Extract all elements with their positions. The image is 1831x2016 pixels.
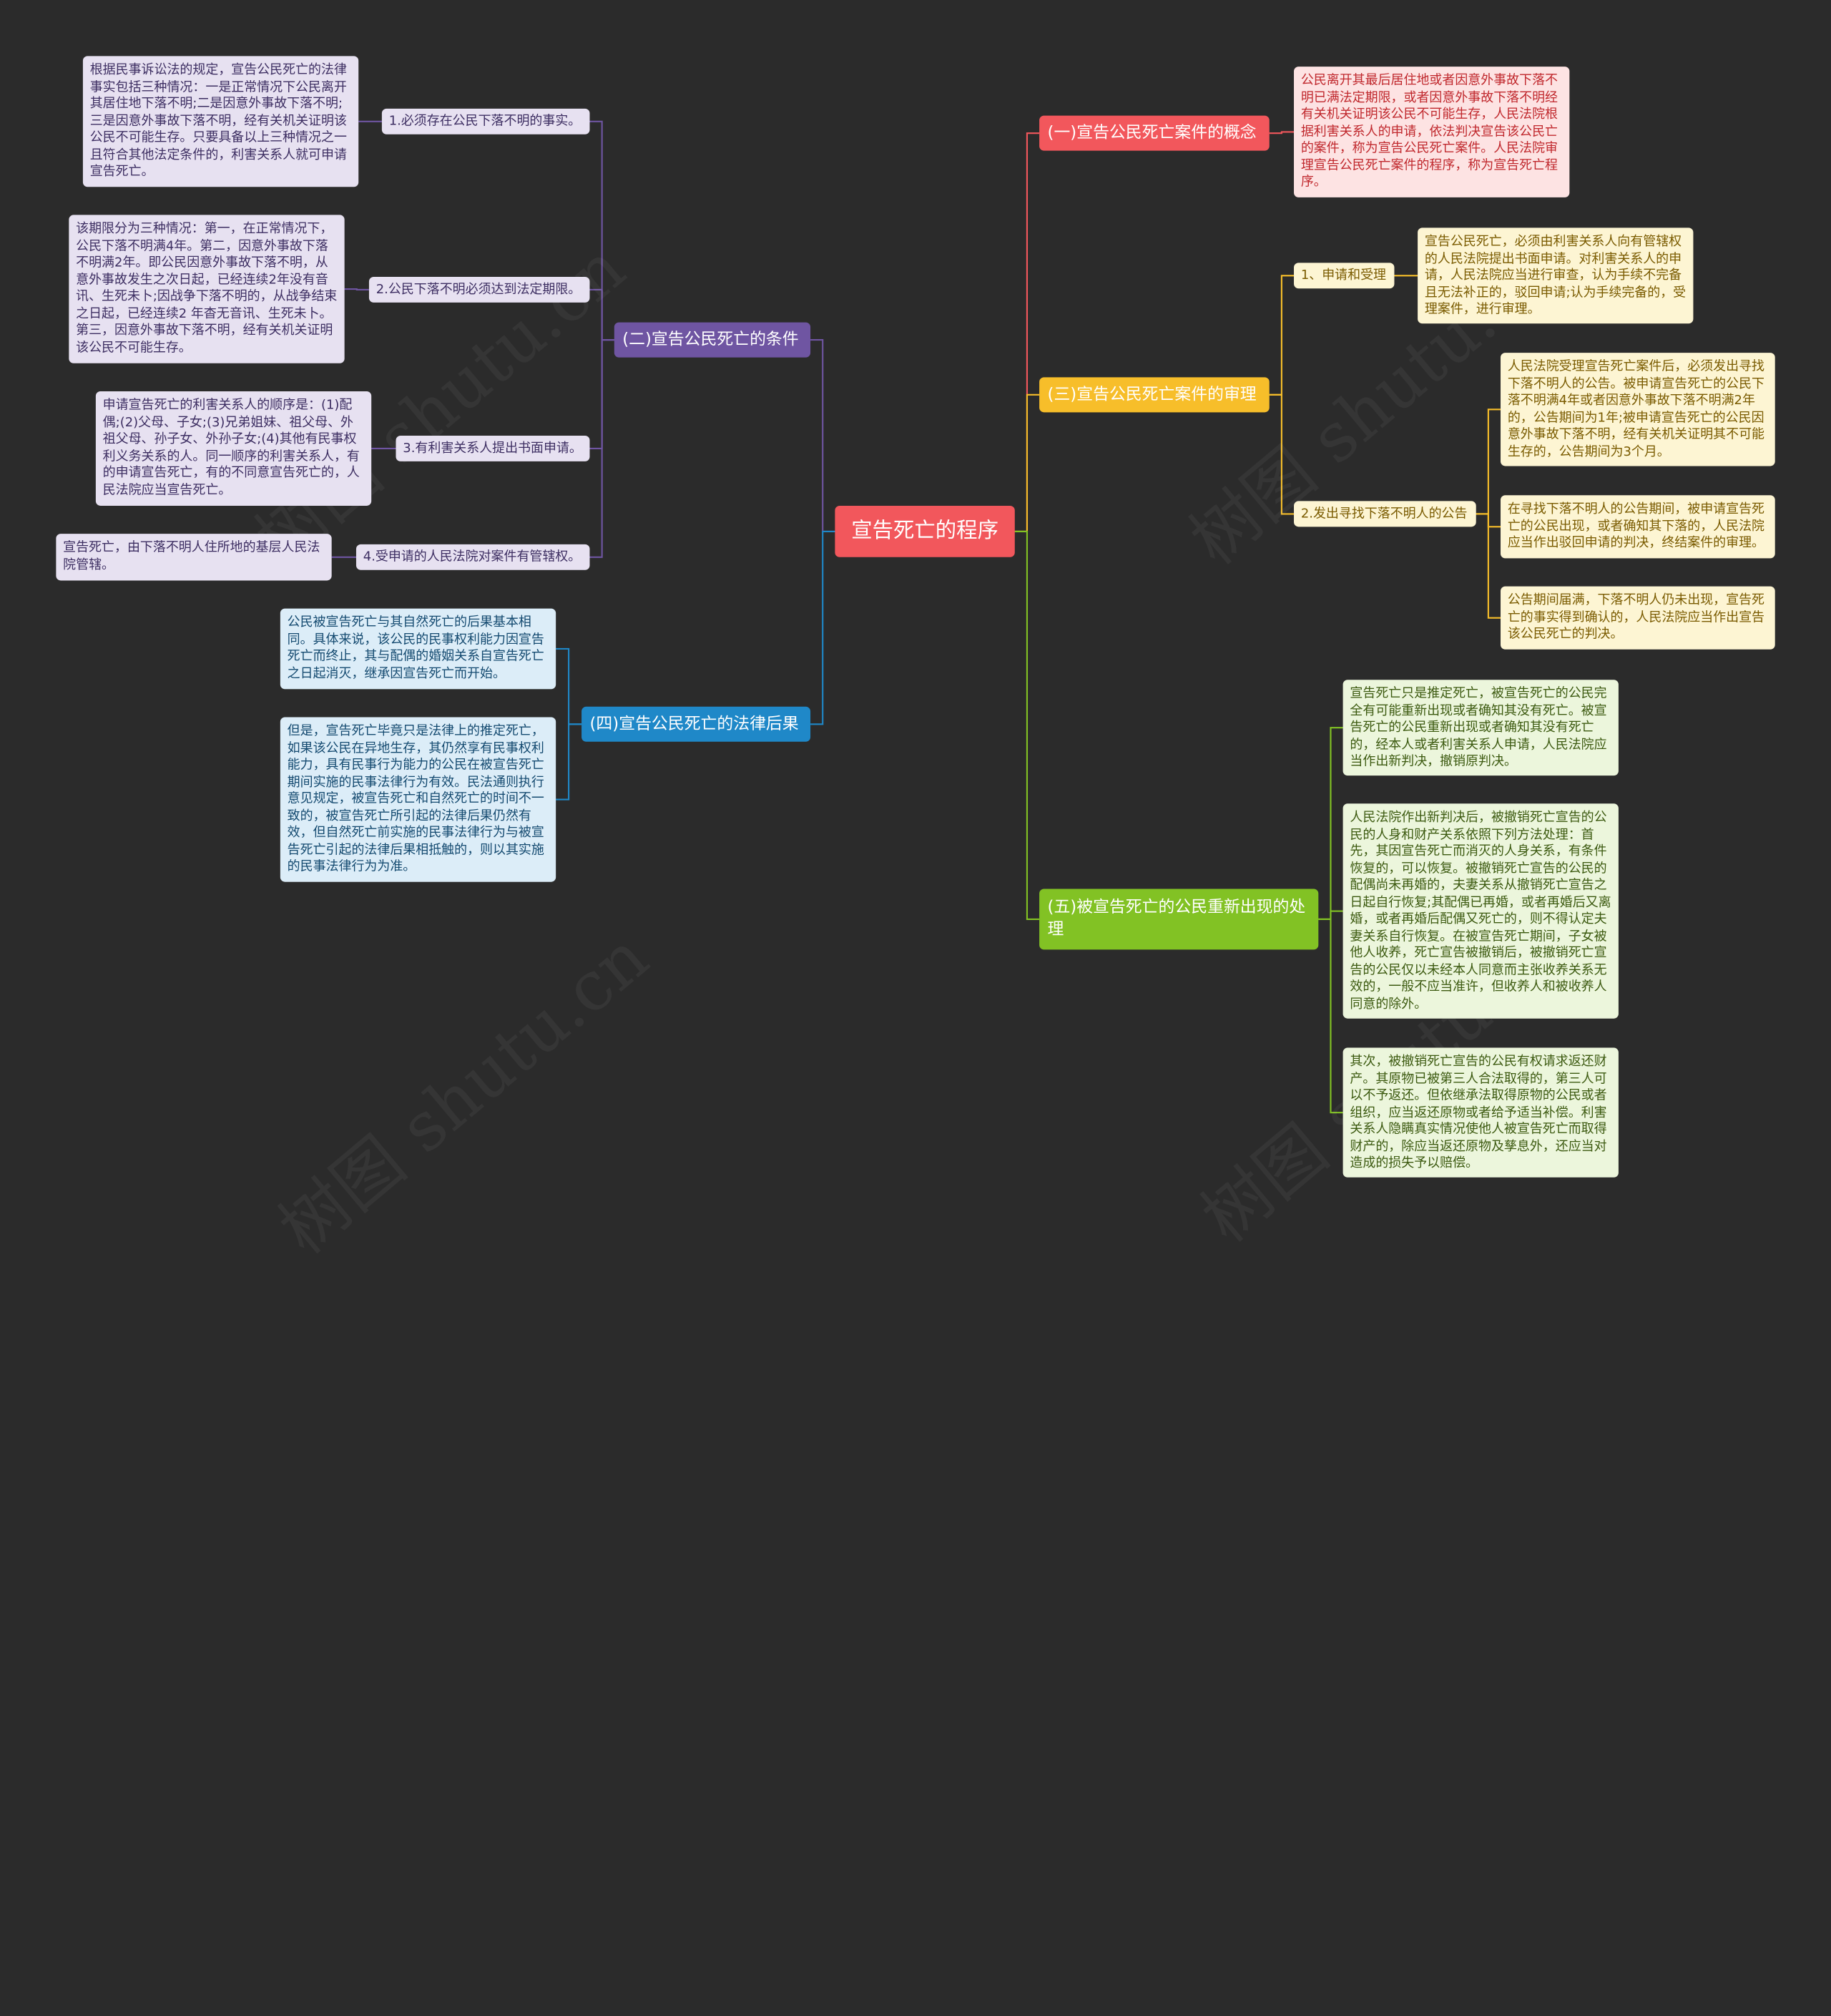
edge-topic-reappear bbox=[1014, 530, 1040, 920]
root-topic[interactable]: 宣告死亡的程序 bbox=[835, 505, 1015, 557]
edge-topic-conditions bbox=[810, 339, 835, 532]
leaf-conditions-2[interactable]: 该期限分为三种情况：第一，在正常情况下，公民下落不明满4年。第二，因意外事故下落… bbox=[69, 215, 345, 363]
edge-topic-consequences bbox=[810, 530, 835, 725]
edge-leaf-consequences-2 bbox=[556, 723, 582, 801]
topic-conditions[interactable]: (二)宣告公民死亡的条件 bbox=[614, 322, 811, 358]
sub-trial-notice[interactable]: 2.发出寻找下落不明人的公告 bbox=[1294, 501, 1476, 527]
topic-concept[interactable]: (一)宣告公民死亡案件的概念 bbox=[1039, 115, 1270, 151]
leaf-trial-apply[interactable]: 宣告公民死亡，必须由利害关系人向有管辖权的人民法院提出书面申请。对利害关系人的申… bbox=[1418, 227, 1694, 324]
sub-conditions-2[interactable]: 2.公民下落不明必须达到法定期限。 bbox=[368, 276, 590, 303]
topic-trial[interactable]: (三)宣告公民死亡案件的审理 bbox=[1039, 377, 1270, 413]
edge-leaf-conditions-2 bbox=[344, 288, 369, 290]
edge-leaf-trial-notice-3 bbox=[1476, 513, 1501, 619]
edge-topic-trial bbox=[1014, 393, 1040, 532]
leaf-trial-notice-2[interactable]: 在寻找下落不明人的公告期间，被申请宣告死亡的公民出现，或者确知其下落的，人民法院… bbox=[1501, 495, 1775, 559]
sub-conditions-4[interactable]: 4.受申请的人民法院对案件有管辖权。 bbox=[355, 544, 590, 570]
leaf-conditions-3[interactable]: 申请宣告死亡的利害关系人的顺序是：(1)配偶;(2)父母、子女;(3)兄弟姐妹、… bbox=[95, 391, 372, 506]
edge-sub-conditions-4 bbox=[589, 339, 614, 558]
leaf-trial-notice-1[interactable]: 人民法院受理宣告死亡案件后，必须发出寻找下落不明人的公告。被申请宣告死亡的公民下… bbox=[1501, 353, 1775, 466]
leaf-reappear-1[interactable]: 宣告死亡只是推定死亡，被宣告死亡的公民完全有可能重新出现或者确知其没有死亡。被宣… bbox=[1342, 680, 1619, 776]
edge-sub-trial-notice bbox=[1269, 393, 1295, 515]
topic-reappear[interactable]: (五)被宣告死亡的公民重新出现的处理 bbox=[1039, 889, 1319, 950]
leaf-concept[interactable]: 公民离开其最后居住地或者因意外事故下落不明已满法定期限，或者因意外事故下落不明经… bbox=[1294, 67, 1570, 197]
edge-sub-conditions-2 bbox=[589, 288, 614, 341]
leaf-reappear-2[interactable]: 人民法院作出新判决后，被撤销死亡宣告的公民的人身和财产关系依照下列方法处理：首先… bbox=[1342, 803, 1619, 1019]
leaf-trial-notice-3[interactable]: 公告期间届满，下落不明人仍未出现，宣告死亡的事实得到确认的，人民法院应当作出宣告… bbox=[1501, 586, 1775, 650]
leaf-consequences-1[interactable]: 公民被宣告死亡与其自然死亡的后果基本相同。具体来说，该公民的民事权利能力因宣告死… bbox=[280, 608, 556, 690]
edge-leaf-consequences-1 bbox=[556, 647, 582, 725]
edge-leaf-reappear-1 bbox=[1318, 727, 1343, 920]
sub-conditions-3[interactable]: 3.有利害关系人提出书面申请。 bbox=[396, 435, 590, 461]
topic-consequences[interactable]: (四)宣告公民死亡的法律后果 bbox=[581, 706, 811, 742]
edge-sub-trial-apply bbox=[1269, 275, 1295, 396]
edge-leaf-concept bbox=[1269, 131, 1295, 134]
connector-lines bbox=[331, 120, 1501, 1114]
edge-leaf-trial-notice-1 bbox=[1476, 408, 1501, 515]
sub-trial-apply[interactable]: 1、申请和受理 bbox=[1294, 263, 1395, 289]
edge-leaf-reappear-3 bbox=[1318, 918, 1343, 1114]
leaf-conditions-4[interactable]: 宣告死亡，由下落不明人住所地的基层人民法院管辖。 bbox=[56, 534, 332, 581]
leaf-consequences-2[interactable]: 但是，宣告死亡毕竟只是法律上的推定死亡，如果该公民在异地生存，其仍然享有民事权利… bbox=[280, 717, 556, 882]
leaf-conditions-1[interactable]: 根据民事诉讼法的规定，宣告公民死亡的法律事实包括三种情况：一是正常情况下公民离开… bbox=[82, 56, 359, 187]
leaf-reappear-3[interactable]: 其次，被撤销死亡宣告的公民有权请求返还财产。其原物已被第三人合法取得的，第三人可… bbox=[1342, 1047, 1619, 1178]
edge-leaf-reappear-2 bbox=[1318, 910, 1343, 920]
sub-conditions-1[interactable]: 1.必须存在公民下落不明的事实。 bbox=[381, 108, 590, 134]
